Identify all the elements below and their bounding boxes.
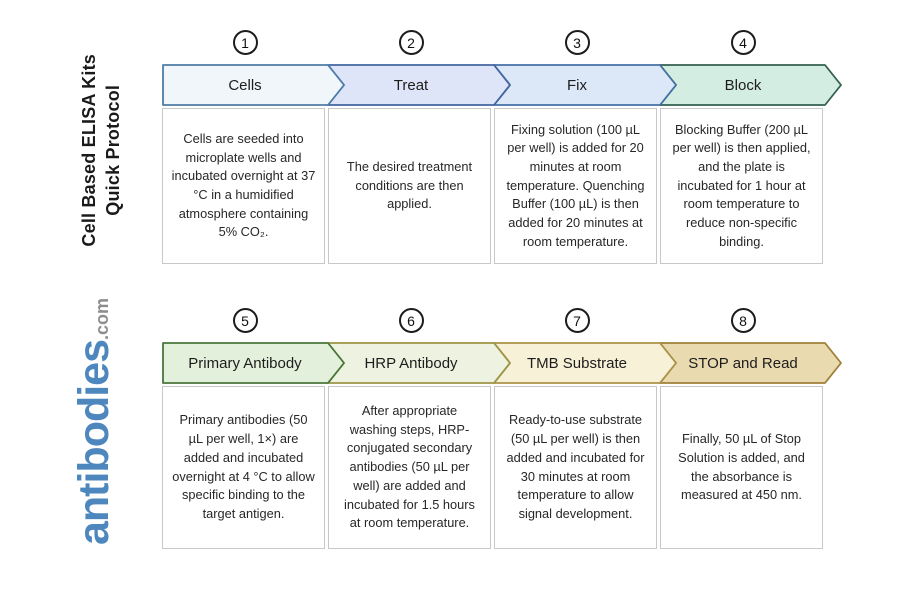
step-description-box-8: Finally, 50 µL of Stop Solution is added… xyxy=(660,386,823,549)
arrow-band-row-2: Primary Antibody HRP Antibody TMB Substr… xyxy=(162,342,842,384)
step-label-3: Fix xyxy=(567,76,587,94)
step-label-6: HRP Antibody xyxy=(364,354,458,372)
step-label-4: Block xyxy=(724,76,762,94)
step-arrow-shape-1 xyxy=(162,64,345,106)
logo-wordmark: antibodies xyxy=(70,339,119,545)
step-description-box-4: Blocking Buffer (200 µL per well) is the… xyxy=(660,108,823,264)
step-number-badge-2: 2 xyxy=(398,30,424,55)
step-number-badge-6: 6 xyxy=(398,308,424,333)
step-number-badge-7: 7 xyxy=(564,308,590,333)
step-description-text-3: Fixing solution (100 µL per well) is add… xyxy=(506,121,645,249)
protocol-steps-area: 1 2 3 4 Cells Treat Fix Block Cells are … xyxy=(162,30,842,549)
step-number-badge-8: 8 xyxy=(730,308,756,333)
arrow-band-row-1: Cells Treat Fix Block xyxy=(162,64,842,106)
step-label-5: Primary Antibody xyxy=(188,354,302,372)
step-description-text-4: Blocking Buffer (200 µL per well) is the… xyxy=(672,121,811,249)
step-description-text-5: Primary antibodies (50 µL per well, 1×) … xyxy=(172,412,315,521)
step-number-badge-3: 3 xyxy=(564,30,590,55)
badge-row-2: 5 6 7 8 xyxy=(162,308,842,335)
step-description-text-1: Cells are seeded into microplate wells a… xyxy=(171,130,316,240)
step-description-text-2: The desired treatment conditions are the… xyxy=(346,158,473,212)
step-row-1: 1 2 3 4 Cells Treat Fix Block Cells are … xyxy=(162,30,842,264)
step-number-badge-1: 1 xyxy=(232,30,258,55)
step-description-text-7: Ready-to-use substrate (50 µL per well) … xyxy=(506,412,645,521)
step-row-2: 5 6 7 8 Primary Antibody HRP Antibody TM… xyxy=(162,308,842,549)
step-number-badge-5: 5 xyxy=(232,308,258,333)
title-line-2: Quick Protocol xyxy=(103,84,123,216)
step-label-7: TMB Substrate xyxy=(526,354,628,372)
badge-row-1: 1 2 3 4 xyxy=(162,30,842,57)
step-description-text-8: Finally, 50 µL of Stop Solution is added… xyxy=(678,431,805,503)
description-row-1: Cells are seeded into microplate wells a… xyxy=(162,108,842,264)
step-description-text-6: After appropriate washing steps, HRP-con… xyxy=(344,403,475,531)
step-description-box-2: The desired treatment conditions are the… xyxy=(328,108,491,264)
step-label-8: STOP and Read xyxy=(688,354,798,372)
arrow-band-svg-1 xyxy=(162,64,842,106)
step-description-box-6: After appropriate washing steps, HRP-con… xyxy=(328,386,491,549)
step-number-badge-4: 4 xyxy=(730,30,756,55)
logo-tld: .com xyxy=(92,297,113,340)
step-arrow-shape-5 xyxy=(162,342,345,384)
step-label-2: Treat xyxy=(393,76,429,94)
step-description-box-7: Ready-to-use substrate (50 µL per well) … xyxy=(494,386,657,549)
description-row-2: Primary antibodies (50 µL per well, 1×) … xyxy=(162,386,842,549)
title-line-1: Cell Based ELISA Kits xyxy=(78,53,99,247)
step-description-box-1: Cells are seeded into microplate wells a… xyxy=(162,108,325,264)
arrow-band-svg-2 xyxy=(162,342,842,384)
step-label-1: Cells xyxy=(228,76,262,94)
step-description-box-3: Fixing solution (100 µL per well) is add… xyxy=(494,108,657,264)
step-description-box-5: Primary antibodies (50 µL per well, 1×) … xyxy=(162,386,325,549)
